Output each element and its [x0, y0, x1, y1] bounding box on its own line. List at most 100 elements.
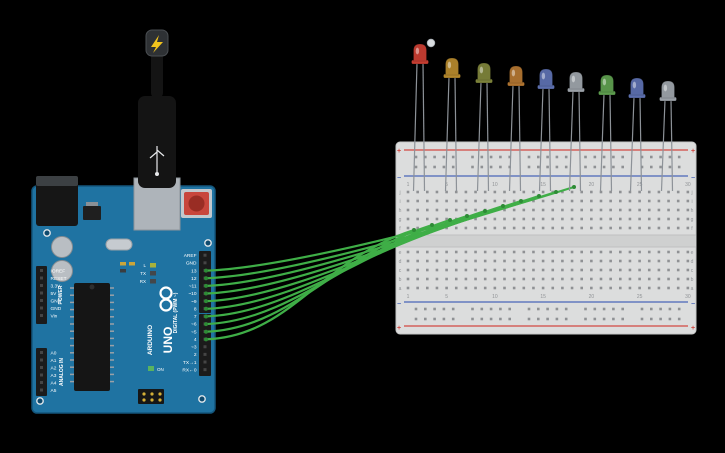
arduino-uno-board[interactable]: AREFGND1312~11~10~987~6~54~32TX→1RX←0IOR…	[31, 29, 216, 414]
breadboard-hole	[435, 217, 439, 221]
analog-header[interactable]	[36, 348, 47, 396]
breadboard-hole	[406, 268, 410, 272]
breadboard-hole	[667, 277, 670, 281]
breadboard-hole	[657, 250, 661, 254]
led-body	[630, 77, 644, 96]
digital-header-bottom[interactable]	[199, 314, 211, 376]
icsp-pin	[158, 398, 162, 402]
breadboard-hole	[406, 286, 410, 290]
breadboard-hole	[612, 165, 615, 169]
breadboard-hole	[471, 165, 474, 169]
breadboard-hole	[551, 217, 555, 221]
breadboard-hole	[638, 226, 641, 230]
pin-label-analog: A1	[51, 358, 57, 364]
breadboard-hole	[609, 190, 612, 194]
header-socket[interactable]	[40, 366, 43, 369]
breadboard-center-channel	[396, 235, 696, 247]
breadboard-hole	[580, 208, 583, 212]
led-blue[interactable]	[628, 77, 646, 192]
led-anode-leg	[548, 87, 552, 192]
led-white[interactable]	[567, 71, 585, 192]
smd-component	[120, 269, 126, 273]
led-yellow[interactable]	[443, 57, 461, 192]
breadboard-hole	[471, 155, 474, 159]
reset-button-cap[interactable]	[188, 195, 205, 212]
breadboard-hole	[619, 208, 622, 212]
wire-end-cap	[204, 329, 208, 334]
breadboard-hole	[445, 226, 448, 230]
header-socket[interactable]	[203, 345, 207, 349]
header-socket[interactable]	[40, 299, 43, 302]
power-header[interactable]	[36, 266, 47, 324]
breadboard-hole	[445, 217, 448, 221]
digital-header-top[interactable]	[199, 251, 211, 313]
breadboard-hole	[686, 250, 690, 254]
breadboard-hole	[435, 277, 439, 281]
wire-end-cap	[204, 306, 208, 311]
header-socket[interactable]	[40, 276, 43, 280]
breadboard-hole	[599, 286, 603, 290]
header-socket[interactable]	[40, 381, 43, 384]
led-blue[interactable]	[537, 68, 555, 192]
breadboard-hole	[619, 190, 622, 194]
led-white[interactable]	[659, 80, 677, 192]
header-socket[interactable]	[203, 253, 207, 257]
breadboard-hole	[677, 317, 681, 321]
breadboard-hole	[619, 259, 622, 263]
header-socket[interactable]	[203, 261, 207, 265]
breadboard-hole	[580, 250, 583, 254]
analog-section-label: ANALOG IN	[59, 358, 65, 386]
header-socket[interactable]	[40, 291, 43, 295]
breadboard-hole	[580, 190, 583, 194]
header-socket[interactable]	[40, 351, 43, 354]
header-socket[interactable]	[203, 352, 207, 356]
wire-end-cap	[204, 299, 208, 304]
breadboard-hole	[667, 250, 670, 254]
breadboard-hole	[464, 226, 468, 230]
breadboard-hole	[561, 190, 564, 194]
mounting-hole	[43, 229, 51, 237]
header-socket[interactable]	[40, 314, 43, 317]
breadboard-hole	[590, 286, 593, 290]
header-socket[interactable]	[40, 373, 43, 377]
header-socket[interactable]	[40, 306, 43, 310]
led-green[interactable]	[598, 74, 616, 192]
header-socket[interactable]	[40, 284, 43, 287]
wire-end-cap	[204, 314, 208, 319]
led-cathode-leg	[629, 96, 635, 192]
breadboard-hole	[489, 155, 493, 159]
led-body	[445, 57, 459, 76]
header-socket[interactable]	[40, 269, 43, 272]
breadboard-hole	[489, 165, 493, 169]
pin-label-analog: A2	[51, 366, 57, 372]
breadboard-hole	[619, 268, 622, 272]
jumper-wire-pin-4[interactable]	[204, 228, 416, 341]
header-socket[interactable]	[203, 368, 207, 372]
breadboard-hole	[570, 277, 574, 281]
led-red[interactable]	[411, 38, 436, 192]
header-socket[interactable]	[203, 360, 207, 364]
breadboard-hole	[593, 317, 597, 321]
led-body	[477, 62, 491, 81]
icsp-pin	[158, 392, 162, 396]
breadboard-hole	[537, 307, 540, 311]
breadboard-hole	[580, 286, 583, 290]
breadboard-hole	[532, 226, 535, 230]
voltage-regulator	[83, 206, 101, 220]
header-socket[interactable]	[40, 388, 43, 392]
breadboard-column-number: 15	[540, 294, 546, 300]
breadboard-hole	[640, 165, 644, 169]
breadboard-hole	[657, 226, 661, 230]
breadboard-hole	[561, 259, 564, 263]
breadboard-hole	[638, 268, 641, 272]
header-socket[interactable]	[40, 358, 43, 362]
led-orange[interactable]	[507, 65, 525, 192]
breadboard-hole	[555, 165, 559, 169]
on-label: ON	[157, 367, 164, 372]
breadboard-hole	[667, 226, 670, 230]
breadboard-hole	[522, 277, 526, 281]
breadboard-hole	[638, 286, 641, 290]
pin-label-digital: 13	[191, 268, 197, 274]
led-green[interactable]	[475, 62, 493, 192]
